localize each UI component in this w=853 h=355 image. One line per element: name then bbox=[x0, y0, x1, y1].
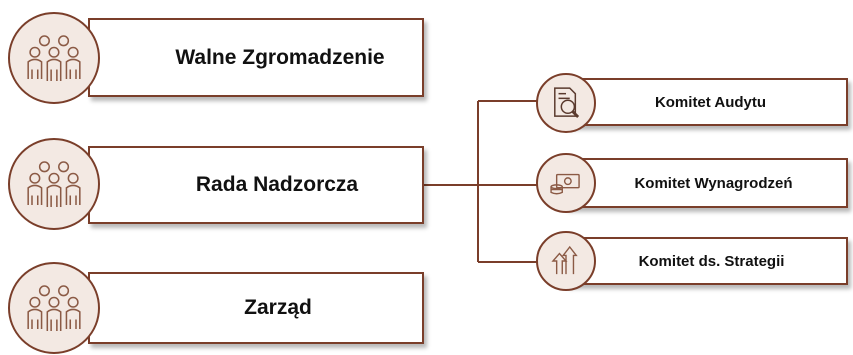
committee-box-strategii: Komitet ds. Strategii bbox=[565, 237, 848, 285]
people-group-icon bbox=[27, 285, 81, 331]
body-label: Zarząd bbox=[244, 296, 312, 319]
committee-box-audytu: Komitet Audytu bbox=[565, 78, 848, 126]
body-box-zarzad: Zarząd bbox=[88, 272, 424, 344]
committee-icon-circle bbox=[536, 231, 596, 291]
money-icon bbox=[550, 173, 580, 195]
growth-arrows-icon bbox=[551, 245, 578, 275]
committee-icon-circle bbox=[536, 153, 596, 213]
people-group-icon bbox=[27, 35, 81, 81]
body-icon-circle bbox=[8, 138, 100, 230]
body-label: Walne Zgromadzenie bbox=[175, 45, 385, 69]
body-icon-circle bbox=[8, 12, 100, 104]
body-icon-circle bbox=[8, 262, 100, 354]
document-search-icon bbox=[554, 87, 580, 118]
committee-box-wynagrodzen: Komitet Wynagrodzeń bbox=[565, 158, 848, 208]
body-box-rada-nadzorcza: Rada Nadzorcza bbox=[88, 146, 424, 224]
people-group-icon bbox=[27, 161, 81, 207]
committee-label: Komitet ds. Strategii bbox=[638, 252, 785, 270]
body-box-walne-zgromadzenie: Walne Zgromadzenie bbox=[88, 18, 424, 97]
committee-icon-circle bbox=[536, 73, 596, 133]
committee-label: Komitet Wynagrodzeń bbox=[634, 174, 793, 192]
committee-label: Komitet Audytu bbox=[654, 93, 767, 111]
body-label: Rada Nadzorcza bbox=[195, 173, 359, 196]
